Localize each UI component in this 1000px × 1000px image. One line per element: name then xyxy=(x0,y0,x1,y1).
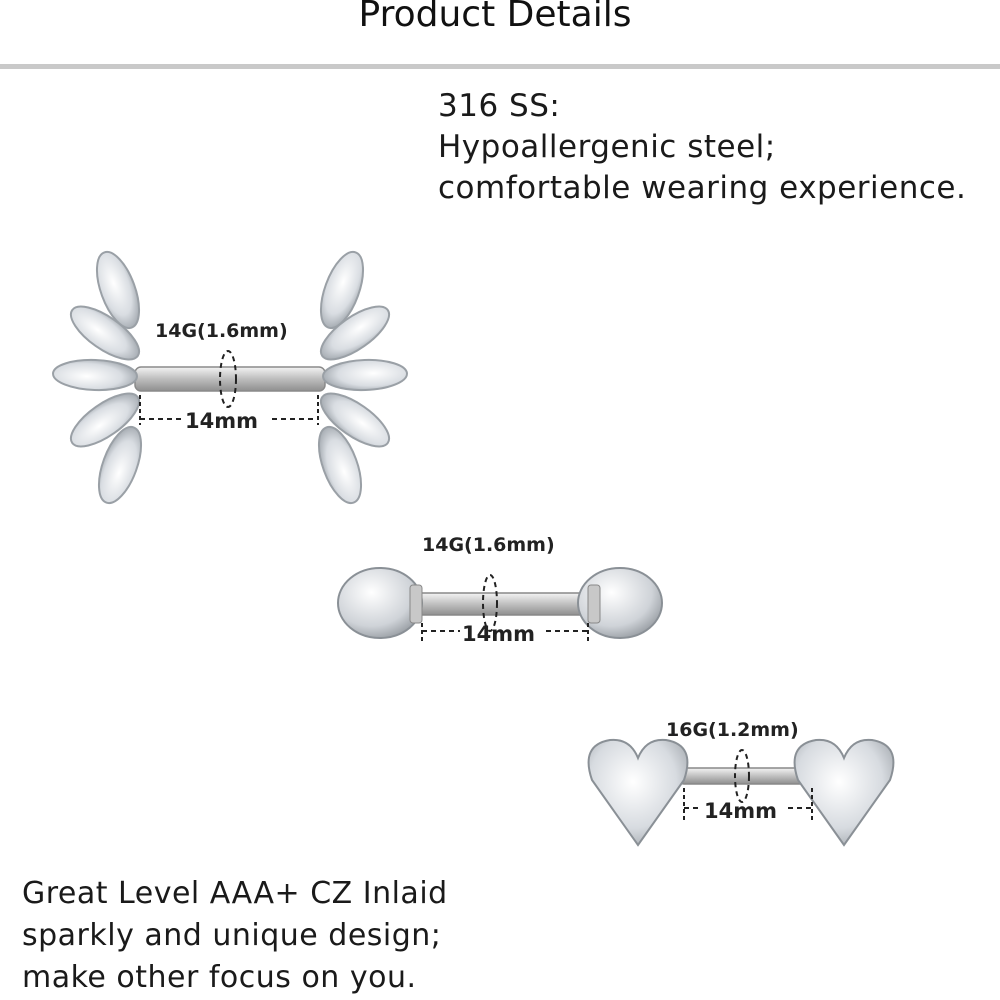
wing-barbell-image: 14G(1.6mm) 14mm xyxy=(52,250,408,505)
left-wing xyxy=(52,250,143,505)
cz-line-2: sparkly and unique design; xyxy=(22,918,442,953)
cz-description: Great Level AAA+ CZ Inlaid sparkly and u… xyxy=(22,873,448,999)
left-heart-gem xyxy=(587,738,689,847)
barbell-bar xyxy=(134,366,326,392)
material-description: 316 SS: Hypoallergenic steel; comfortabl… xyxy=(438,86,966,209)
length-label: 14mm xyxy=(704,799,777,823)
length-label: 14mm xyxy=(462,622,535,646)
cz-line-3: make other focus on you. xyxy=(22,960,417,995)
gauge-label: 14G(1.6mm) xyxy=(155,320,288,342)
right-heart-gem xyxy=(793,738,895,847)
cz-line-1: Great Level AAA+ CZ Inlaid xyxy=(22,876,448,911)
material-line-3: comfortable wearing experience. xyxy=(438,170,967,206)
round-barbell-image: 14G(1.6mm) 14mm xyxy=(337,534,663,646)
material-line-2: Hypoallergenic steel; xyxy=(438,129,776,165)
material-line-1: 316 SS: xyxy=(438,88,561,124)
length-label: 14mm xyxy=(185,409,258,433)
gauge-label: 16G(1.2mm) xyxy=(666,719,799,741)
page-title: Product Details xyxy=(358,0,632,35)
left-ball-end xyxy=(337,567,423,639)
gauge-label: 14G(1.6mm) xyxy=(422,534,555,556)
barbell-bar xyxy=(409,592,601,616)
divider xyxy=(0,64,1000,69)
right-wing xyxy=(317,250,408,505)
heart-barbell-image: 16G(1.2mm) 14mm xyxy=(587,719,895,847)
